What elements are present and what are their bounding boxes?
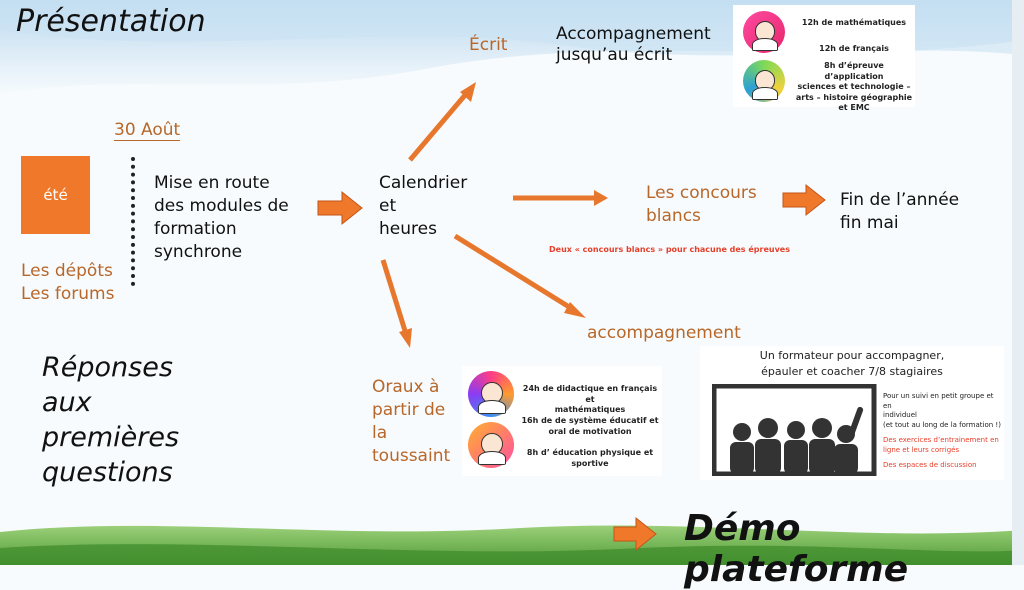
forums-text: Les forums — [21, 284, 115, 304]
acc-line: individuel — [883, 411, 917, 419]
oraux-card: 24h de didactique en français et mathéma… — [462, 366, 662, 476]
accompagnement-label: accompagnement — [587, 323, 741, 343]
acc-heading-line: épauler et coacher 7/8 stagiaires — [761, 365, 943, 378]
accompagnement-heading: Un formateur pour accompagner, épauler e… — [700, 348, 1004, 380]
fin-annee: Fin de l’année fin mai — [840, 189, 959, 235]
classroom-icon — [712, 384, 877, 476]
acc-ecrit-line: jusqu’au écrit — [556, 45, 673, 65]
oraux-item-group: 16h de de système éducatif et oral de mo… — [520, 416, 660, 437]
concours-line: Les concours — [646, 183, 757, 203]
reponses-line: questions — [42, 457, 173, 488]
concours-note: Deux « concours blancs » pour chacune de… — [549, 245, 790, 254]
arrow-to-demo — [613, 516, 657, 552]
acc-line: (et tout au long de la formation !) — [883, 420, 1001, 429]
arrow-to-calendrier — [317, 190, 363, 226]
avatar-icon — [468, 371, 514, 417]
date-text: 30 Août — [114, 120, 181, 141]
acc-heading-line: Un formateur pour accompagner, — [759, 349, 945, 362]
depots-forums: Les dépôts Les forums — [21, 260, 114, 306]
acc-red-line: Des espaces de discussion — [883, 461, 977, 469]
dotted-divider — [131, 157, 135, 286]
fin-line: Fin de l’année — [840, 190, 960, 210]
oraux-line: partir de — [372, 400, 446, 420]
ecrit-label: Écrit — [469, 35, 508, 55]
concours-line: blancs — [646, 206, 701, 226]
oraux-item: 24h de didactique en français et — [522, 384, 658, 404]
concours-label: Les concours blancs — [646, 182, 757, 228]
oraux-item: oral de motivation — [548, 426, 632, 436]
page-title: Présentation — [16, 4, 206, 39]
mise-line: formation — [154, 219, 237, 239]
oraux-line: toussaint — [372, 446, 451, 466]
reponses-line: premières — [42, 422, 180, 453]
ecrit-item: sciences et technologie – — [797, 82, 911, 91]
calendrier-line: heures — [379, 219, 437, 239]
accompagnement-ecrit: Accompagnement jusqu’au écrit — [556, 24, 711, 66]
avatar-icon — [743, 60, 785, 102]
mise-en-route: Mise en route des modules de formation s… — [154, 172, 289, 264]
avatar-icon — [743, 11, 785, 53]
ete-label: été — [43, 186, 68, 204]
ecrit-card: 12h de mathématiques 12h de français 8h … — [733, 5, 915, 112]
acc-ecrit-line: Accompagnement — [556, 24, 711, 44]
depots-text: Les dépôts — [21, 261, 113, 281]
ecrit-item: arts – histoire géographie — [795, 92, 913, 102]
acc-red-line: Des exercices d’entrainement en — [883, 436, 999, 444]
avatar-icon — [468, 422, 514, 468]
oraux-item-group: 8h d’ éducation physique et sportive — [520, 448, 660, 469]
ecrit-item: 12h de français — [819, 44, 889, 53]
arrow-to-fin — [782, 183, 826, 217]
calendrier-heures: Calendrier et heures — [379, 172, 467, 241]
accompagnement-card: Un formateur pour accompagner, épauler e… — [700, 346, 1004, 480]
ecrit-item: 12h de mathématiques — [801, 18, 907, 27]
acc-line: Pour un suivi en petit groupe et en — [883, 392, 994, 410]
calendrier-line: et — [379, 196, 397, 216]
reponses-questions: Réponses aux premières questions — [42, 350, 179, 490]
oraux-item: 8h d’ éducation physique et — [526, 448, 654, 457]
oraux-line: la — [372, 423, 388, 443]
ete-box: été — [21, 156, 90, 234]
acc-red-line: ligne et leurs corrigés — [883, 445, 960, 454]
ecrit-item-group: 8h d’épreuve d’application sciences et t… — [795, 61, 913, 114]
oraux-label: Oraux à partir de la toussaint — [372, 376, 450, 468]
mise-line: des modules de — [154, 196, 289, 216]
reponses-line: Réponses — [42, 352, 173, 383]
ecrit-item: 8h d’épreuve d’application — [824, 61, 884, 81]
oraux-item: sportive — [571, 458, 609, 468]
oraux-item: mathématiques — [554, 405, 626, 414]
oraux-item: 16h de de système éducatif et — [521, 416, 659, 425]
fin-line: fin mai — [840, 213, 899, 233]
calendrier-line: Calendrier — [379, 173, 468, 193]
accompagnement-text: Pour un suivi en petit groupe et en indi… — [883, 392, 1001, 471]
date-label: 30 Août — [114, 120, 181, 141]
reponses-line: aux — [42, 387, 92, 418]
oraux-line: Oraux à — [372, 377, 440, 397]
demo-plateforme-link[interactable]: Démo plateforme — [684, 508, 909, 590]
ecrit-item: et EMC — [838, 103, 870, 112]
mise-line: synchrone — [154, 242, 243, 262]
mise-line: Mise en route — [154, 173, 270, 193]
oraux-item-group: 24h de didactique en français et mathéma… — [520, 384, 660, 416]
arrows — [317, 82, 826, 552]
